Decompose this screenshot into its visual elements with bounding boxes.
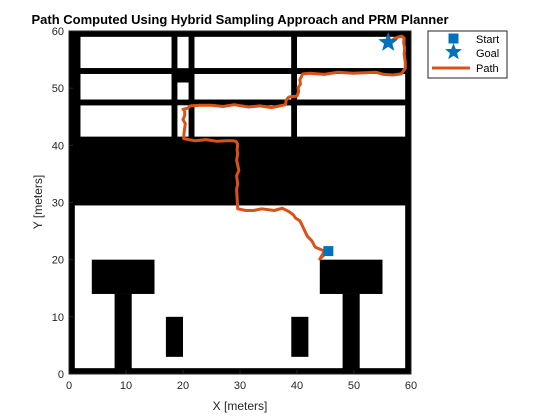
legend-entry-goal: Goal: [445, 43, 499, 60]
legend-start-square-icon: [448, 33, 459, 44]
obstacle-region: [74, 142, 406, 206]
obstacle-region: [74, 136, 406, 143]
x-tick-label: 50: [348, 380, 360, 392]
start-marker: [323, 246, 334, 257]
path-series-line: [181, 34, 407, 261]
obstacle-region: [114, 293, 132, 374]
y-axis-ticks: 0 10 20 30 40 50 60: [52, 26, 73, 381]
free-space-region: [80, 36, 172, 69]
free-space-region: [194, 36, 292, 69]
x-tick-label: 40: [291, 380, 303, 392]
y-tick-label: 40: [52, 140, 64, 152]
chart-title: Path Computed Using Hybrid Sampling Appr…: [32, 12, 449, 27]
obstacle-region: [188, 36, 195, 137]
obstacle-region: [342, 293, 360, 374]
goal-marker: [378, 31, 399, 51]
marker-layer: [323, 31, 399, 257]
free-space-region: [297, 73, 406, 100]
free-space-region: [80, 73, 172, 100]
obstacle-region: [165, 316, 183, 357]
obstacle-region: [405, 31, 411, 374]
obstacle-region: [171, 36, 178, 137]
legend-path-label: Path: [476, 63, 499, 75]
legend-box: [427, 30, 508, 79]
legend: Start Goal Path: [427, 30, 508, 79]
plot-area: [68, 30, 412, 375]
y-tick-label: 30: [52, 198, 64, 210]
occupancy-map: [69, 31, 411, 374]
x-tick-label: 0: [66, 380, 72, 392]
free-space-region: [194, 73, 292, 100]
obstacle-region: [69, 31, 411, 37]
y-axis-label: Y [meters]: [31, 175, 45, 229]
legend-goal-star-icon: [445, 43, 462, 60]
y-tick-label: 10: [52, 312, 64, 324]
obstacle-region: [91, 259, 155, 294]
legend-goal-label: Goal: [476, 48, 499, 60]
y-tick-label: 20: [52, 255, 64, 267]
free-space-region: [194, 105, 292, 137]
path-layer: [181, 34, 407, 261]
x-tick-label: 60: [405, 380, 417, 392]
obstacle-region: [291, 316, 309, 357]
obstacle-region: [174, 71, 192, 83]
free-space-region: [297, 105, 406, 137]
x-tick-label: 20: [177, 380, 189, 392]
x-axis-ticks: 0 10 20 30 40 50 60: [66, 370, 417, 392]
y-tick-label: 50: [52, 83, 64, 95]
x-tick-label: 10: [120, 380, 132, 392]
obstacle-region: [74, 99, 406, 106]
obstacle-region: [74, 36, 81, 137]
obstacle-region: [74, 68, 406, 74]
x-axis-label: X [meters]: [213, 399, 268, 413]
x-tick-label: 30: [234, 380, 246, 392]
y-tick-label: 60: [52, 26, 64, 38]
obstacle-region: [291, 36, 297, 137]
y-tick-label: 0: [58, 369, 64, 381]
legend-start-label: Start: [476, 34, 499, 46]
legend-entry-path: Path: [432, 63, 499, 75]
legend-entry-start: Start: [448, 33, 499, 46]
obstacle-region: [319, 259, 383, 294]
free-space-region: [80, 105, 172, 137]
free-space-region: [177, 36, 189, 72]
